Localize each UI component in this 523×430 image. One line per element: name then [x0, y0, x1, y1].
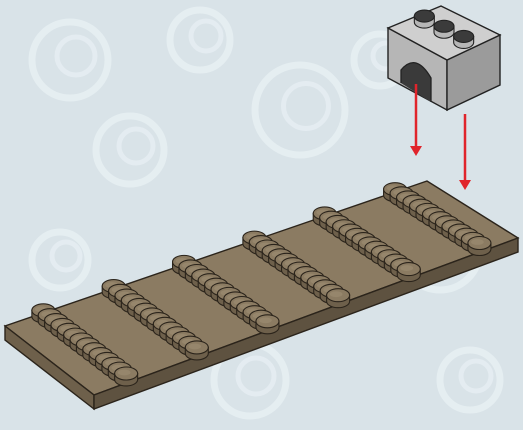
background-swirl [284, 84, 329, 129]
baseplate-stud [468, 237, 491, 256]
baseplate-stud [327, 289, 350, 308]
arch-brick-stud [454, 30, 474, 48]
background-swirl [119, 129, 153, 163]
arch-brick [388, 6, 500, 110]
background-swirl [461, 361, 491, 391]
background-swirl [52, 242, 80, 270]
background-swirl [238, 358, 274, 394]
background-swirl [57, 37, 95, 75]
arch-brick-stud [414, 10, 434, 28]
baseplate-stud [115, 367, 138, 386]
baseplate-stud [185, 341, 208, 360]
background-swirl [191, 21, 221, 51]
arch-brick-stud [434, 20, 454, 38]
background-swirl [255, 65, 345, 155]
baseplate-stud [256, 315, 279, 334]
baseplate-stud [397, 263, 420, 282]
placement-arrow [459, 114, 471, 190]
